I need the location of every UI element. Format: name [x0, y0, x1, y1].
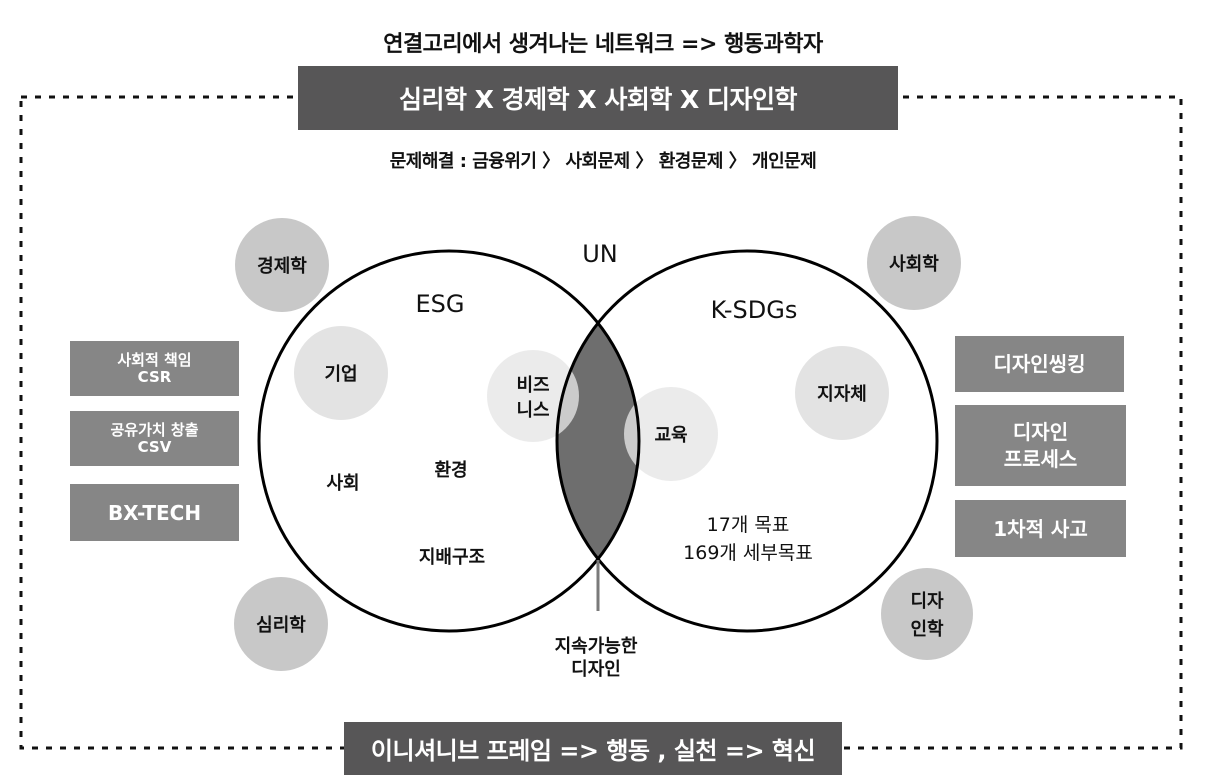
- bubble-psychology: [234, 577, 328, 671]
- esg-item-environment: 환경: [434, 459, 467, 481]
- box-csv-line1: 공유가치 창출: [110, 421, 199, 439]
- ksdgs-item-goals: 17개 목표: [707, 514, 790, 536]
- venn-top-label: UN: [582, 240, 618, 268]
- intersection-label-line1: 지속가능한: [555, 636, 638, 657]
- design-label-line2: 인학: [910, 618, 944, 640]
- esg-item-social: 사회: [326, 473, 359, 494]
- business-label-line2: 니스: [516, 400, 549, 421]
- education-label: 교육: [654, 425, 687, 446]
- intersection-label-line2: 디자인: [571, 659, 621, 680]
- box-design-process-line1: 디자인: [1012, 419, 1069, 444]
- bubble-education: [624, 387, 718, 481]
- esg-title: ESG: [416, 290, 465, 318]
- diagram-title: 연결고리에서 생겨나는 네트워크 => 행동과학자: [383, 32, 823, 57]
- bubble-design: [881, 568, 973, 660]
- set-circle-esg: [257, 249, 641, 633]
- box-csv: 공유가치 창출 CSV: [70, 411, 239, 466]
- set-circle-ksdgs: [555, 249, 939, 633]
- box-first-order-thinking: 1차적 사고: [955, 500, 1126, 557]
- business-label-line1: 비즈: [516, 375, 549, 396]
- box-bx-tech-label: BX-TECH: [107, 500, 202, 525]
- ksdgs-title: K-SDGs: [711, 296, 798, 324]
- bubble-sociology: [867, 216, 961, 310]
- box-csr-line1: 사회적 책임: [117, 351, 192, 369]
- design-label-line1: 디자: [910, 591, 944, 612]
- box-csr: 사회적 책임 CSR: [70, 341, 239, 396]
- bubble-company: [294, 326, 388, 420]
- esg-item-governance: 지배구조: [419, 547, 485, 568]
- box-design-process-line2: 프로세스: [1003, 446, 1078, 471]
- problem-solving-subtitle: 문제해결 : 금융위기 〉 사회문제 〉 환경문제 〉 개인문제: [389, 151, 817, 172]
- sociology-label: 사회학: [889, 253, 939, 275]
- box-csv-line2: CSV: [137, 437, 172, 456]
- bubble-local-gov: [795, 346, 889, 440]
- box-design-thinking-label: 디자인씽킹: [993, 352, 1086, 376]
- economics-label: 경제학: [257, 255, 307, 277]
- box-first-order-thinking-label: 1차적 사고: [993, 516, 1088, 541]
- initiative-frame-banner: 이니셔니브 프레임 => 행동 , 실천 => 혁신: [344, 722, 842, 775]
- box-design-process: 디자인 프로세스: [955, 405, 1126, 486]
- disciplines-banner: 심리학 X 경제학 X 사회학 X 디자인학: [298, 66, 898, 130]
- ksdgs-item-targets: 169개 세부목표: [683, 542, 813, 564]
- box-design-thinking: 디자인씽킹: [955, 336, 1124, 392]
- bubble-business: [487, 350, 579, 442]
- box-csr-line2: CSR: [137, 367, 172, 386]
- local-gov-label: 지자체: [817, 384, 867, 405]
- company-label: 기업: [324, 364, 357, 385]
- box-bx-tech: BX-TECH: [70, 484, 239, 541]
- psychology-label: 심리학: [256, 614, 306, 636]
- bubble-economics: [235, 218, 329, 312]
